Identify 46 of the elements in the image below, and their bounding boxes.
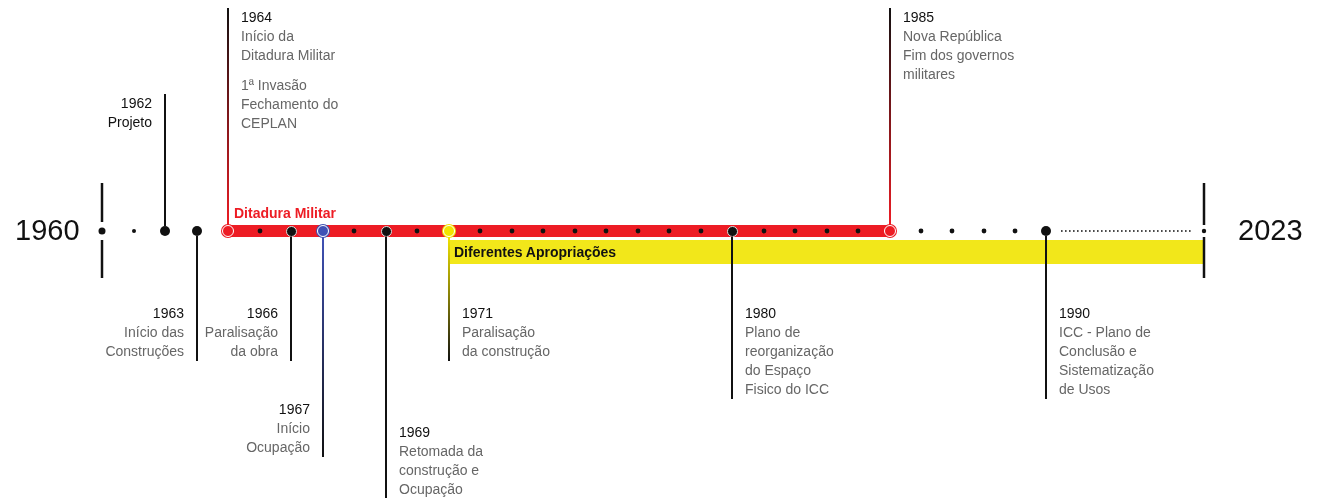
leader-line: [889, 7, 891, 226]
leader-line: [385, 235, 387, 498]
leader-line: [290, 235, 292, 362]
period-label: Ditadura Militar: [234, 204, 336, 223]
timeline-dot: [443, 225, 455, 237]
year-label: 1967: [277, 400, 310, 419]
year-label: 1980: [745, 304, 778, 323]
timeline-dot: [222, 225, 234, 237]
timeline-dot: [380, 225, 392, 237]
timeline-dot: [192, 226, 202, 236]
leader-line: [448, 236, 450, 362]
event-description: Início Ocupação: [245, 419, 310, 457]
timeline-dot: [1041, 226, 1051, 236]
timeline-dot: [285, 225, 297, 237]
year-label: 2023: [1238, 213, 1303, 247]
period-band: [449, 240, 1204, 264]
leader-line: [731, 235, 733, 400]
event-description: Projeto: [106, 113, 152, 132]
timeline-dot: [160, 226, 170, 236]
year-label: 1960: [15, 213, 80, 247]
leader-line: [227, 7, 229, 226]
event-description: Nova República Fim dos governos militares: [903, 27, 1016, 84]
leader-line: [164, 93, 166, 227]
year-label: 1966: [245, 304, 278, 323]
period-label: Diferentes Apropriações: [454, 243, 617, 262]
year-label: 1990: [1059, 304, 1092, 323]
year-label: 1963: [151, 304, 184, 323]
event-description: Paralisação da construção: [462, 323, 550, 361]
leader-line: [322, 236, 324, 458]
event-description: Início das Construções: [104, 323, 184, 361]
leader-line: [196, 235, 198, 362]
leader-line: [1045, 235, 1047, 400]
timeline-dot: [317, 225, 329, 237]
event-description: Início da Ditadura Militar: [241, 27, 337, 65]
year-label: 1985: [903, 8, 936, 27]
event-description: ICC - Plano de Conclusão e Sistematização de Usos: [1059, 323, 1155, 399]
timeline-dot: [884, 225, 896, 237]
year-label: 1964: [241, 8, 274, 27]
timeline-dot: [726, 225, 738, 237]
year-label: 1969: [399, 423, 432, 442]
event-description: Retomada da construção e Ocupação: [399, 442, 485, 498]
event-description: Plano de reorganização do Espaço Fisico do ICC: [745, 323, 835, 399]
event-description: 1ª Invasão Fechamento do CEPLAN: [241, 76, 340, 133]
year-label: 1962: [119, 94, 152, 113]
year-label: 1971: [462, 304, 495, 323]
event-description: Paralisação da obra: [203, 323, 278, 361]
